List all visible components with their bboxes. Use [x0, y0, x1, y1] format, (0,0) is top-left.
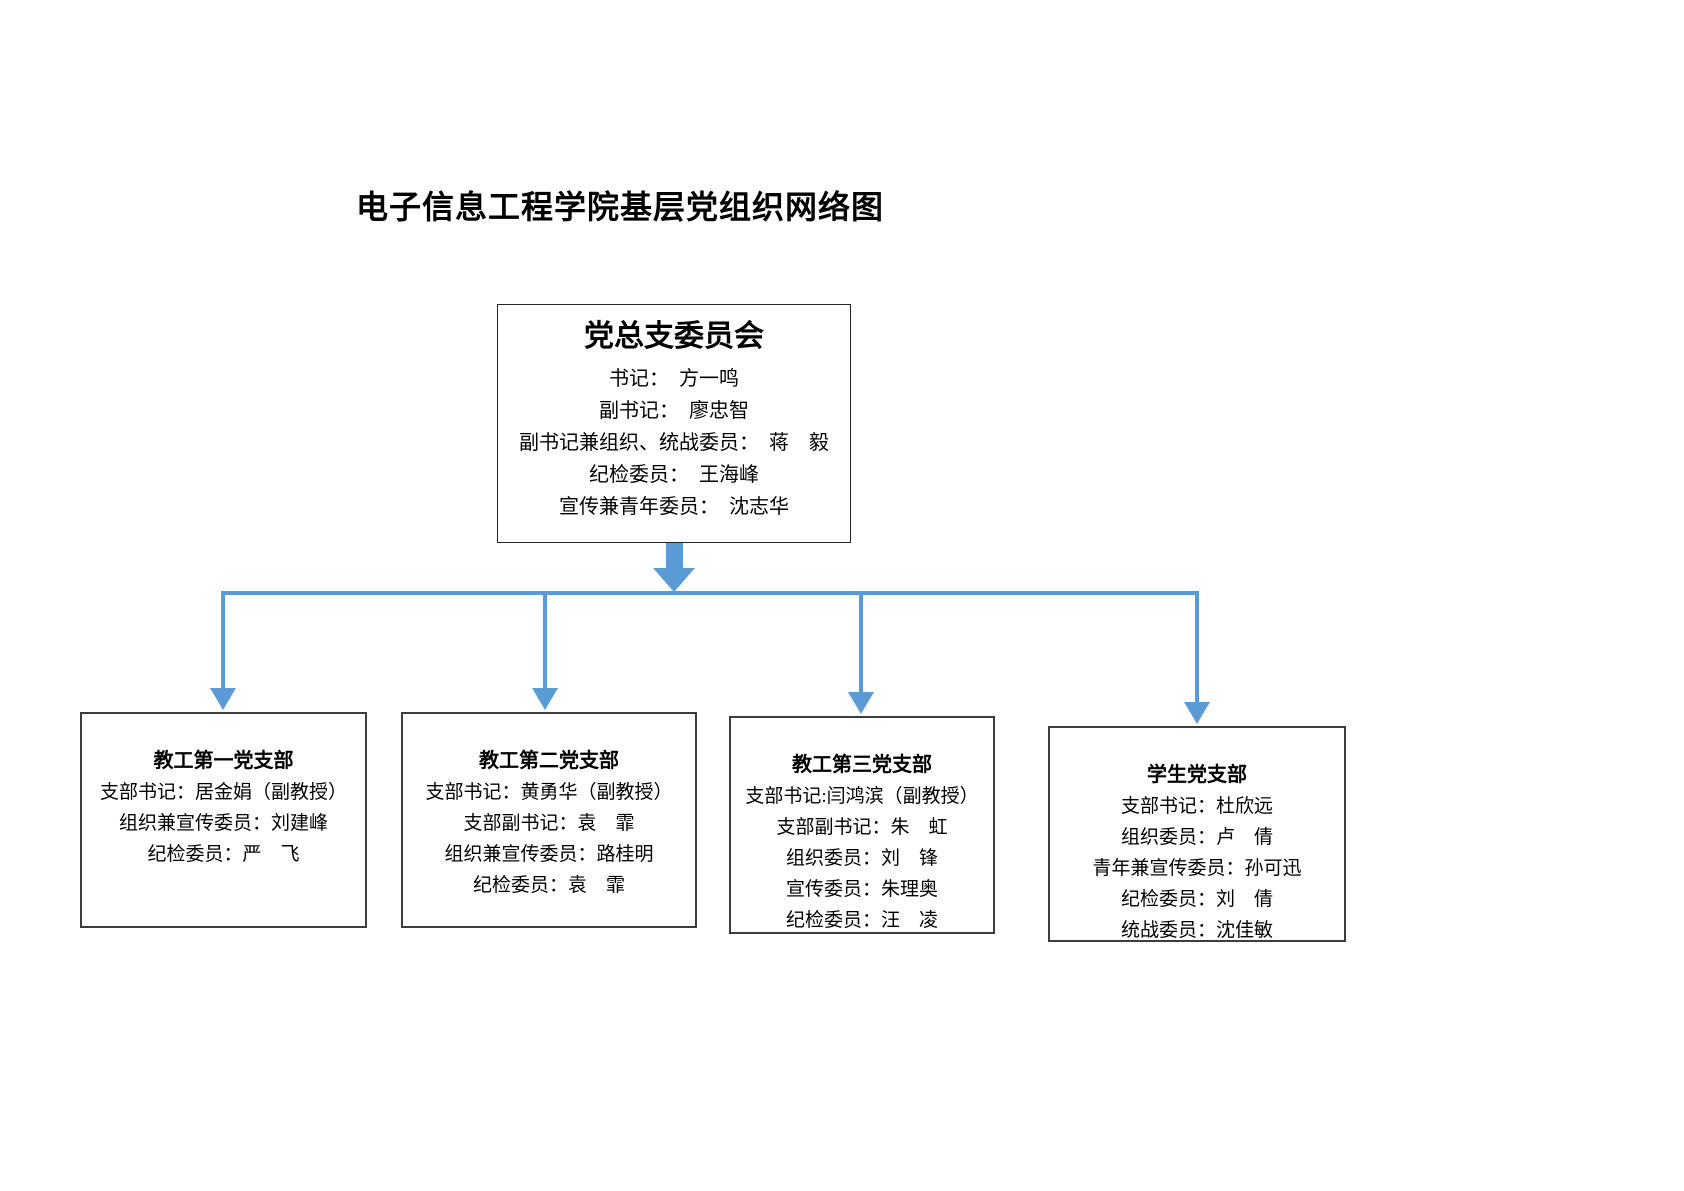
- member-line: 副书记兼组织、统战委员： 蒋 毅: [519, 432, 829, 454]
- page-title: 电子信息工程学院基层党组织网络图: [356, 189, 885, 225]
- connector-horizontal-line: [221, 591, 1199, 595]
- branch-box-teacher-2: 教工第二党支部 支部书记：黄勇华（副教授） 支部副书记：袁 霏 组织兼宣传委员：…: [401, 712, 697, 928]
- member-line: 宣传兼青年委员： 沈志华: [559, 496, 789, 518]
- member-line: 支部副书记：朱 虹: [776, 817, 948, 838]
- member-line: 副书记： 廖忠智: [599, 400, 749, 422]
- branch-box-title: 教工第三党支部: [792, 754, 932, 776]
- member-line: 宣传委员：朱理奥: [785, 879, 938, 900]
- arrowhead-icon-2: [532, 688, 558, 710]
- arrowhead-icon-4: [1184, 702, 1210, 724]
- branch-box-student: 学生党支部 支部书记：杜欣远 组织委员：卢 倩 青年兼宣传委员：孙可迅 纪检委员…: [1048, 726, 1346, 942]
- member-line: 支部书记:闫鸿滨（副教授）: [745, 786, 979, 807]
- branch-box-title: 教工第二党支部: [479, 750, 619, 772]
- member-line: 统战委员：沈佳敏: [1120, 920, 1273, 941]
- member-line: 纪检委员：严 飞: [147, 844, 300, 865]
- member-line: 纪检委员：袁 霏: [472, 875, 625, 896]
- branch-box-teacher-1: 教工第一党支部 支部书记：居金娟（副教授） 组织兼宣传委员：刘建峰 纪检委员：严…: [80, 712, 367, 928]
- member-line: 纪检委员：刘 倩: [1120, 889, 1273, 910]
- member-line: 纪检委员：汪 凌: [785, 910, 938, 931]
- root-box-title: 党总支委员会: [584, 320, 764, 353]
- member-line: 组织委员：卢 倩: [1120, 827, 1273, 848]
- member-line: 青年兼宣传委员：孙可迅: [1092, 858, 1302, 879]
- connector-drop-line-3: [859, 591, 863, 694]
- connector-drop-line-4: [1195, 591, 1199, 704]
- member-line: 支部书记：杜欣远: [1120, 796, 1273, 817]
- member-line: 组织委员：刘 锋: [785, 848, 938, 869]
- member-line: 组织兼宣传委员：路桂明: [444, 844, 654, 865]
- arrowhead-icon-1: [210, 688, 236, 710]
- connector-drop-line-2: [543, 591, 547, 690]
- member-line: 支部副书记：袁 霏: [463, 813, 635, 834]
- down-arrow-shaft: [666, 543, 683, 569]
- member-line: 纪检委员： 王海峰: [589, 464, 759, 486]
- branch-box-title: 教工第一党支部: [153, 750, 294, 772]
- member-line: 组织兼宣传委员：刘建峰: [118, 813, 328, 834]
- down-arrow-head-icon: [653, 568, 695, 592]
- root-member-list: 书记： 方一鸣 副书记： 廖忠智 副书记兼组织、统战委员： 蒋 毅 纪检委员： …: [498, 363, 850, 523]
- root-box: 党总支委员会 书记： 方一鸣 副书记： 廖忠智 副书记兼组织、统战委员： 蒋 毅…: [497, 304, 851, 543]
- arrowhead-icon-3: [848, 692, 874, 714]
- branch-box-teacher-3: 教工第三党支部 支部书记:闫鸿滨（副教授） 支部副书记：朱 虹 组织委员：刘 锋…: [729, 716, 995, 934]
- member-line: 书记： 方一鸣: [609, 368, 739, 390]
- branch-box-title: 学生党支部: [1147, 764, 1247, 786]
- connector-drop-line-1: [221, 591, 225, 690]
- member-line: 支部书记：黄勇华（副教授）: [425, 782, 673, 803]
- member-line: 支部书记：居金娟（副教授）: [99, 782, 347, 803]
